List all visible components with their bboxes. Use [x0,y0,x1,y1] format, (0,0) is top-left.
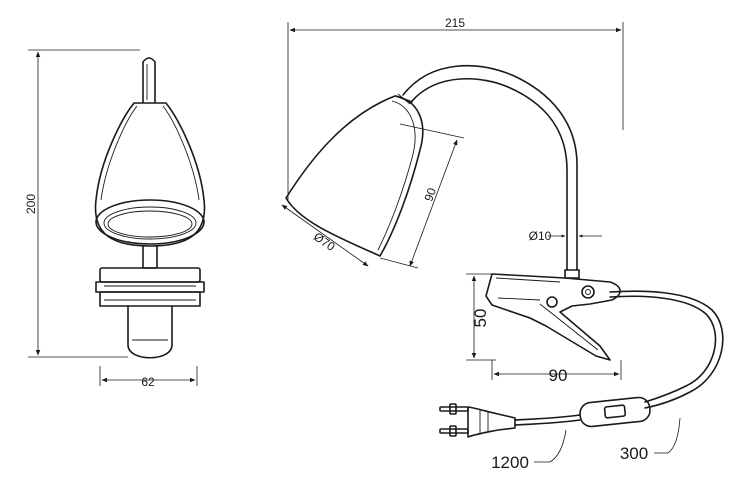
dimension-front-width: 62 [99,366,198,389]
total-width-label: 215 [445,16,465,30]
dimension-clamp-width: 90 [491,360,622,385]
callout-switch-distance: 300 [620,417,681,463]
dimension-arm-diameter: Ø10 [529,229,602,243]
cable-length-label: 1200 [491,453,529,472]
clamp-width-label: 90 [549,366,568,385]
clamp-height-label: 50 [471,309,490,328]
switch-distance-label: 300 [620,444,648,463]
shade-length-label: 90 [421,186,439,204]
dimension-shade-diameter: Ø70 [281,204,369,267]
total-height-label: 200 [24,194,38,214]
dimension-total-width: 215 [287,16,624,200]
dimension-clamp-height: 50 [466,273,496,361]
side-view [285,64,724,438]
callout-cable-length: 1200 [491,429,567,472]
front-width-label: 62 [141,375,155,389]
arm-diameter-label: Ø10 [529,229,552,243]
dimension-shade-length: 90 [379,123,465,269]
shade-diameter-label: Ø70 [311,229,338,254]
front-view [94,57,206,359]
dimension-total-height: 200 [24,49,140,358]
